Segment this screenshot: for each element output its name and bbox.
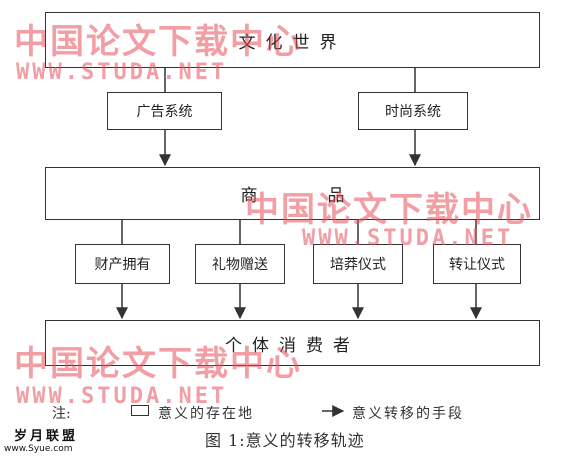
watermark-site-name-middle: 中国论文下载中心 <box>245 190 533 230</box>
legend-arrow-meaning: 意义转移的手段 <box>352 406 464 422</box>
fashion-system-box: 时尚系统 <box>358 92 468 130</box>
watermark-site-name-bottom: 中国论文下载中心 <box>14 344 302 384</box>
possession-ritual-box: 财产拥有 <box>75 244 170 284</box>
grooming-ritual-box: 培莽仪式 <box>313 244 403 284</box>
legend-note-label: 注: <box>52 406 71 422</box>
cultural-world-box: 文化世界 <box>45 12 540 68</box>
watermark-site-url-bottom: WWW.STUDA.NET <box>16 384 228 409</box>
corner-site-name: 岁月联盟 <box>14 429 79 444</box>
watermark-site-name-top: 中国论文下载中心 <box>14 22 302 62</box>
advertising-system-box: 广告系统 <box>107 92 222 130</box>
watermark-site-url-top: WWW.STUDA.NET <box>16 60 228 85</box>
legend-box-icon <box>131 405 149 416</box>
transfer-ritual-box: 转让仪式 <box>433 244 521 284</box>
watermark-site-url-middle: WWW.STUDA.NET <box>302 226 514 251</box>
figure-caption: 图 1:意义的转移轨迹 <box>205 431 365 450</box>
goods-box: 商品 <box>45 167 540 220</box>
legend-box-meaning: 意义的存在地 <box>158 406 254 422</box>
gift-ritual-box: 礼物赠送 <box>195 244 285 284</box>
corner-site-url: www.Syue.com <box>4 444 73 454</box>
individual-consumer-box: 个体消费者 <box>45 320 540 366</box>
